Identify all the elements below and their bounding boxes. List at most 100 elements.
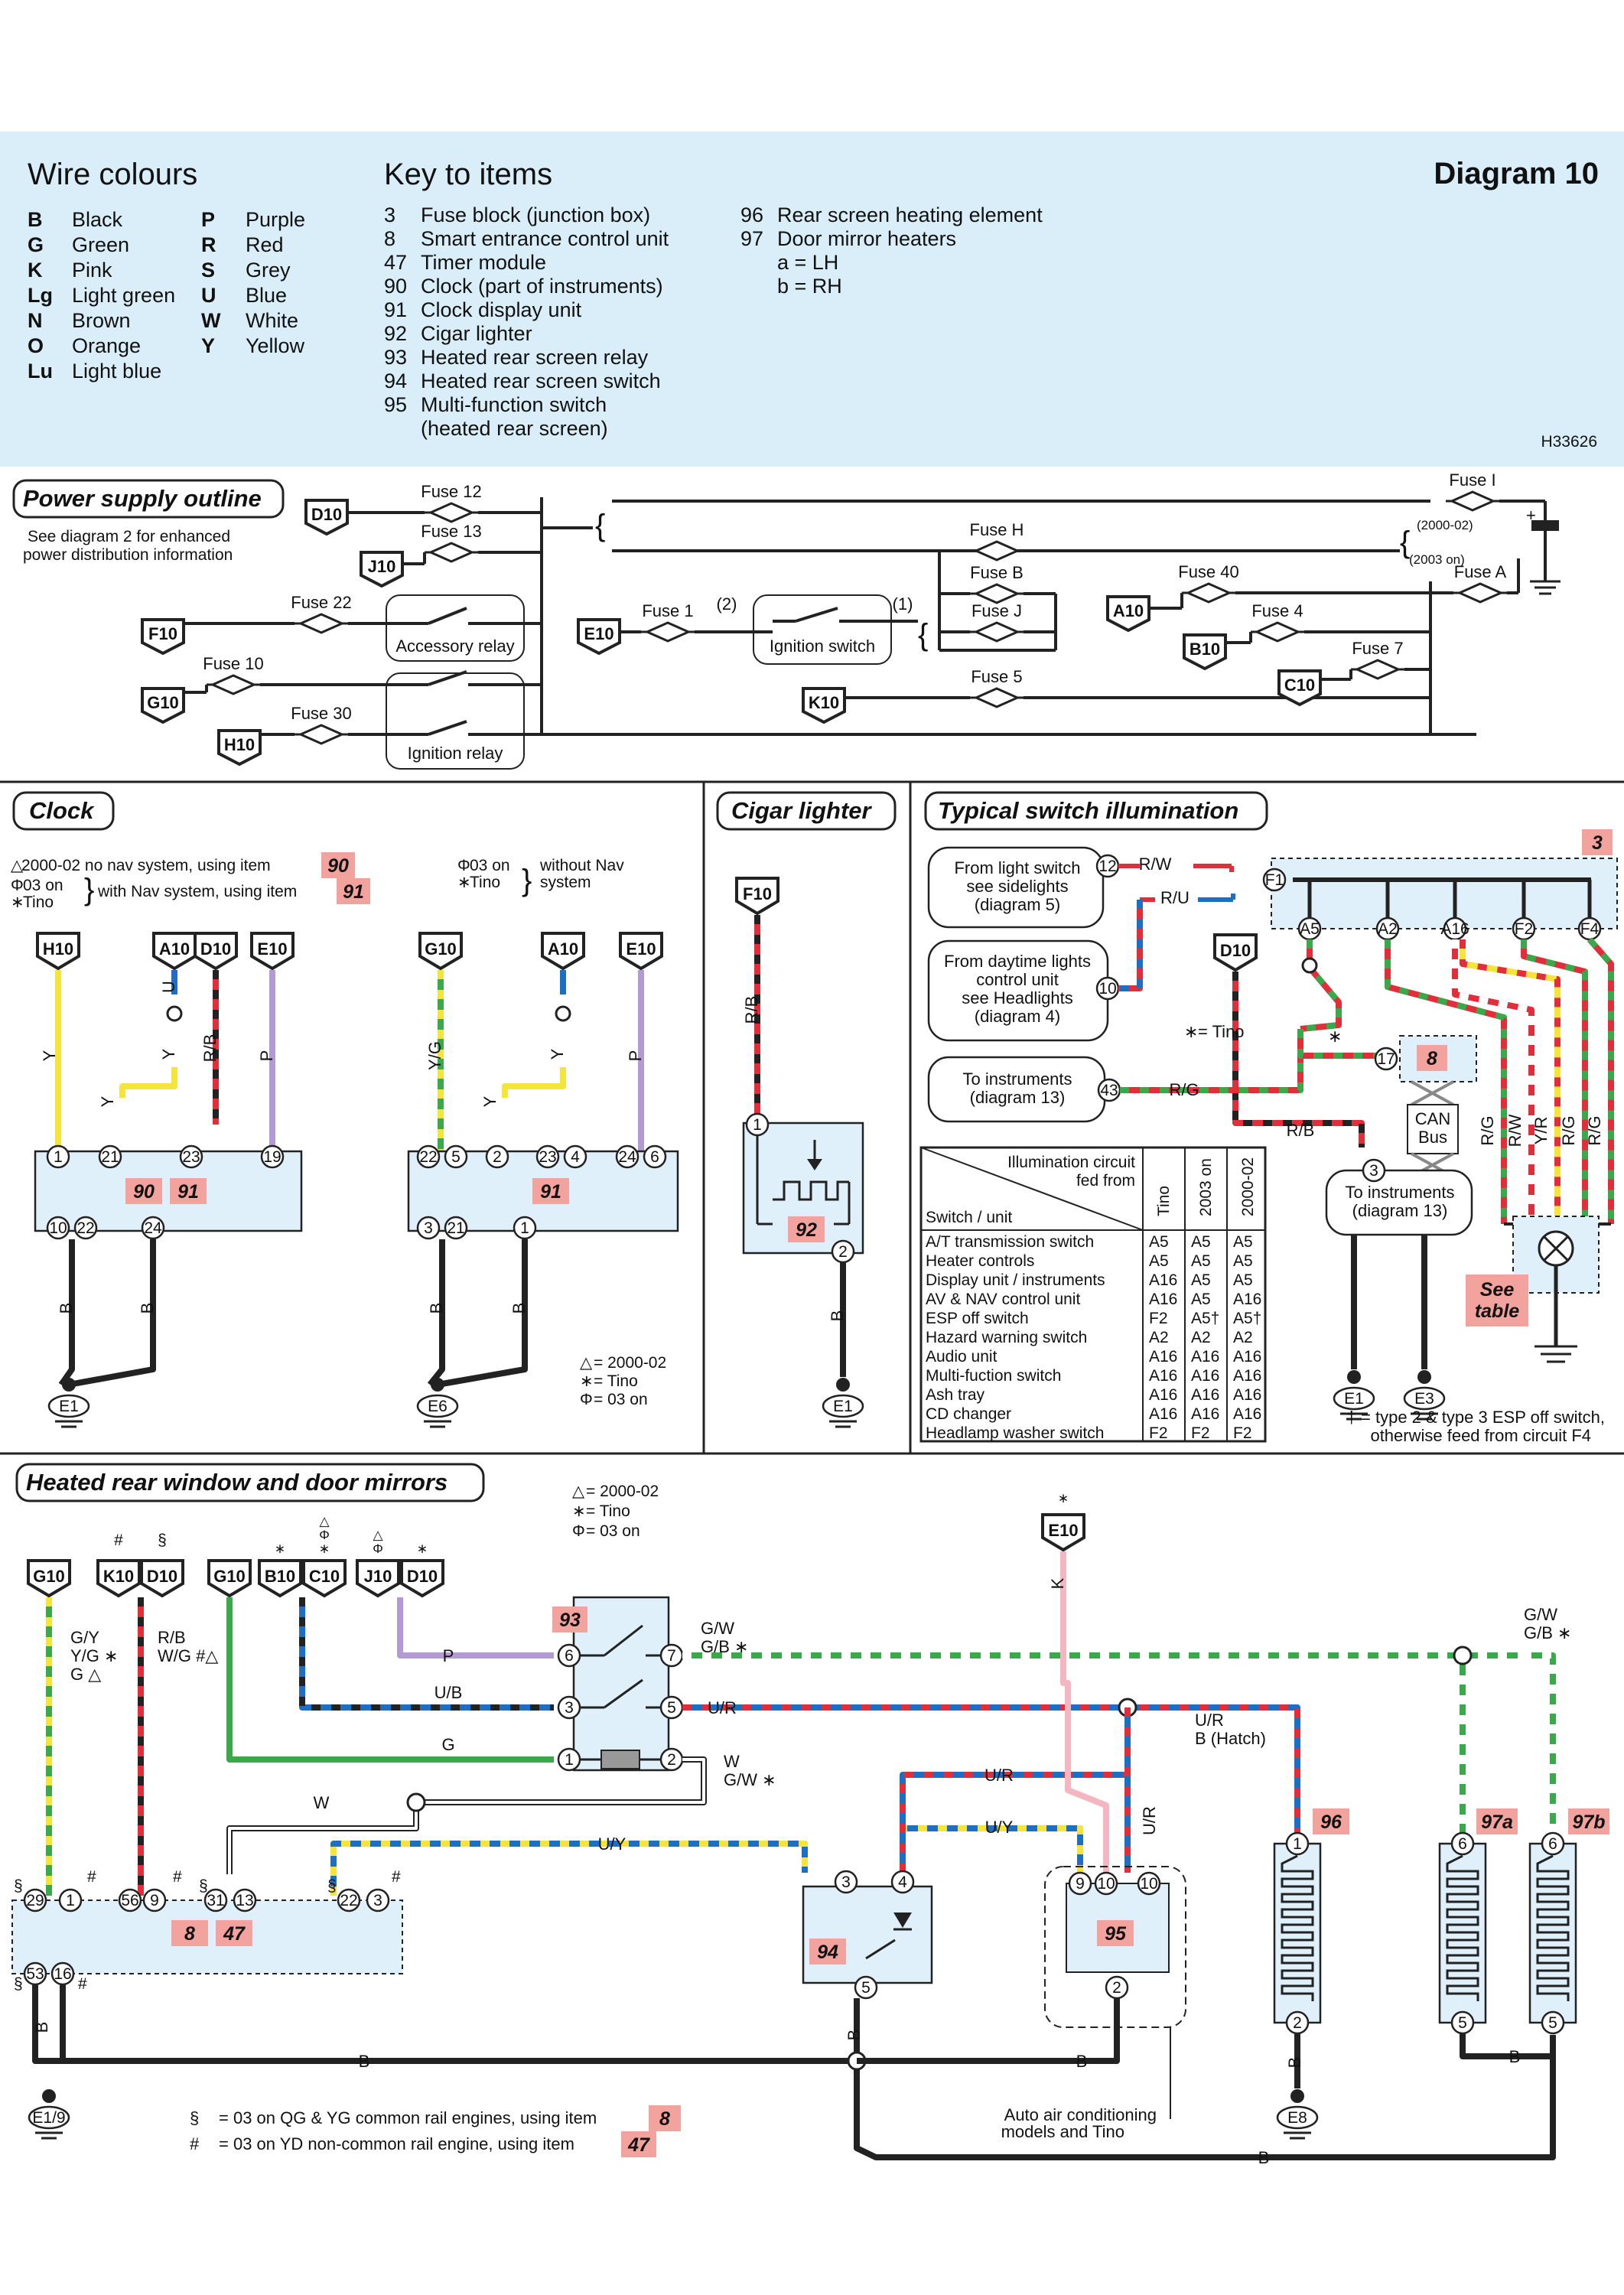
table-row-unit: Headlamp washer switch [926, 1424, 1104, 1442]
pin-label: 22 [76, 1219, 94, 1237]
wire-label: G/W [701, 1619, 734, 1638]
connector-g10 [207, 1559, 252, 1598]
see-table-badge [1466, 1274, 1528, 1327]
item-badge-91 [532, 1178, 569, 1204]
wire-colour-name: Red [246, 233, 284, 256]
pin-2-label: (2) [717, 594, 737, 614]
from-drl-4: (diagram 4) [975, 1007, 1060, 1026]
connector-b10 [258, 1559, 302, 1598]
footnote-1: = 03 on QG & YG common rail engines, usi… [219, 2108, 597, 2127]
fuse-label: Fuse 30 [291, 704, 352, 723]
symbol: § [14, 1975, 23, 1993]
pin [179, 1144, 203, 1169]
fuse-label: Fuse 10 [203, 654, 264, 673]
from-light-1: From light switch [954, 858, 1080, 877]
connector-label: G10 [147, 693, 179, 712]
earth-e1-9 [42, 2089, 56, 2103]
connector-label: F10 [148, 624, 177, 643]
key-item-number: 3 [384, 203, 395, 226]
wire-colour-code: G [28, 233, 44, 256]
pin-label: 5 [1548, 2014, 1557, 2032]
wire-label: R/B [200, 1034, 220, 1063]
wire-label: R/G [1559, 1115, 1578, 1145]
ignition-relay-label: Ignition relay [408, 744, 503, 763]
item-badge-96 [1313, 1808, 1349, 1834]
illum-table [919, 1146, 1267, 1443]
heated-section: Heated rear window and door mirrors △= 2… [11, 1463, 1609, 2167]
connector-d10 [140, 1559, 184, 1598]
connector [152, 932, 197, 971]
footnote-symbol-2: # [190, 2134, 200, 2153]
table-cell: A5 [1191, 1252, 1211, 1270]
wire-colour-name: Yellow [246, 334, 305, 357]
table-row-unit: CD changer [926, 1405, 1011, 1423]
connector [1213, 933, 1258, 972]
key-title: Key to items [384, 158, 552, 191]
wire-ru-tracer [1118, 900, 1143, 991]
wire-colour-name: Brown [72, 309, 131, 332]
table-row-unit: Multi-fuction switch [926, 1367, 1061, 1385]
power-supply-note-2: power distribution information [23, 546, 233, 564]
wire-w-outer [226, 1756, 707, 1874]
pin [46, 1216, 70, 1240]
table-row-unit: AV & NAV control unit [926, 1291, 1080, 1308]
pin-label: 22 [419, 1148, 437, 1166]
pin [834, 1870, 858, 1894]
wire-label: R/B [1287, 1121, 1315, 1140]
pin [1068, 1871, 1092, 1896]
pin-label: 9 [1076, 1875, 1085, 1893]
clock-note-1: 2000-02 no nav system, using item [21, 857, 271, 874]
symbol: ∗ [275, 1541, 285, 1556]
table-column-header: Tino [1155, 1186, 1173, 1216]
wire-k [1060, 1551, 1109, 1873]
table-cell: A5† [1233, 1310, 1261, 1327]
tino-symbol: ∗ [1328, 1027, 1342, 1046]
fuse-icon [1182, 582, 1235, 604]
earth-e8 [1290, 2089, 1304, 2103]
pin-label: 13 [236, 1892, 253, 1909]
pin [854, 1975, 878, 2000]
pin-label: 10 [1098, 980, 1116, 998]
pin [1541, 2010, 1565, 2035]
pin [1262, 868, 1287, 892]
wire-colour-code: R [201, 233, 216, 256]
wire-y [502, 1067, 566, 1098]
wire-rg-tracer [1521, 939, 1588, 1224]
wire-label: R/W [1505, 1114, 1525, 1147]
key-item-number: 47 [384, 251, 407, 274]
earth-e8-box [1276, 2105, 1319, 2130]
pin-1-label: (1) [893, 594, 913, 614]
table-cell: A5 [1191, 1271, 1211, 1289]
legend-tino: = Tino [594, 1372, 638, 1390]
item-badge-91-label: 91 [343, 881, 364, 903]
wire-label: Y/G ∗ [70, 1646, 118, 1665]
wire-colour-code: P [201, 208, 215, 231]
wire-label: G/B ∗ [701, 1637, 748, 1656]
pin-label: 2 [1112, 1979, 1121, 1997]
splice-point [406, 1792, 426, 1812]
connector-c10-label: C10 [309, 1567, 340, 1586]
table-head-row: Switch / unit [926, 1209, 1012, 1226]
power-supply-section: Power supply outline See diagram 2 for e… [12, 470, 1561, 770]
connector [217, 729, 262, 767]
pin [73, 1216, 98, 1240]
to-instr-1: To instruments [1345, 1183, 1454, 1202]
wire-b [32, 1984, 857, 2064]
table-row-unit: Display unit / instruments [926, 1271, 1105, 1289]
wire-label: G/Y [70, 1628, 99, 1647]
fuse-icon [1446, 490, 1499, 512]
earth-e6-box [416, 1394, 459, 1418]
key-item-label: Multi-function switch [421, 393, 607, 416]
from-drl-3: see Headlights [962, 988, 1073, 1008]
key-item-label: a = LH [777, 251, 838, 274]
connector-g10 [27, 1559, 71, 1598]
item-badge-97a-label: 97a [1481, 1812, 1513, 1833]
pin-label: 2 [667, 1751, 676, 1769]
item-badge-3 [1582, 829, 1613, 855]
clock-note-2: with Nav system, using item [97, 883, 297, 900]
connector-label: H10 [224, 735, 255, 754]
wire-colour-code: Lu [28, 360, 53, 382]
connector [36, 932, 80, 971]
